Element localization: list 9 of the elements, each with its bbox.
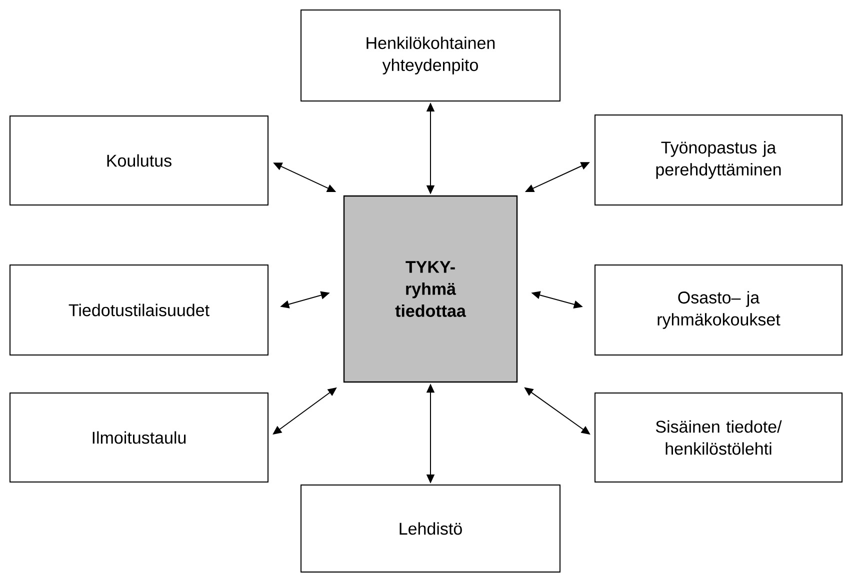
text-box: Sisäinen tiedote/ henkilöstölehti [594, 392, 842, 482]
text-box: Ilmoitustaulu [10, 392, 268, 482]
text-box: Tiedotustilaisuudet [10, 264, 268, 356]
text-box: Henkilökohtainen yhteydenpito [300, 10, 560, 102]
center-box: TYKY- ryhmä tiedottaa [343, 195, 518, 383]
text-box: Lehdistö [300, 484, 560, 572]
text-box: Osasto– ja ryhmäkokoukset [594, 264, 842, 356]
text-box: Koulutus [10, 116, 268, 206]
text-box: Työnopastus ja perehdyttäminen [594, 114, 842, 206]
